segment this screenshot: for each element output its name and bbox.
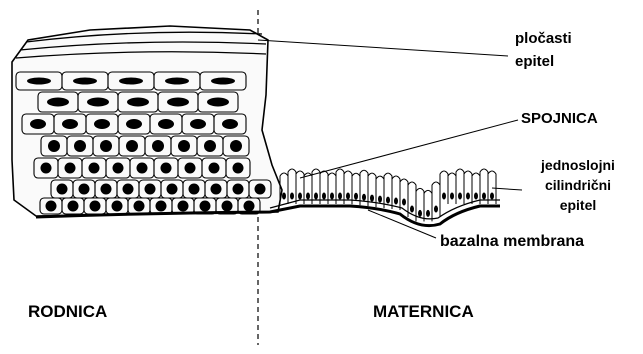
columnar-nucleus <box>434 206 438 213</box>
cell-nucleus <box>222 201 233 212</box>
label-cilindricni-line1: jednoslojni <box>527 157 629 173</box>
cell-nucleus <box>233 184 244 195</box>
columnar-nucleus <box>426 210 430 217</box>
cell-nucleus <box>189 184 200 195</box>
columnar-nucleus <box>450 193 454 200</box>
columnar-nucleus <box>306 193 310 200</box>
cell-nucleus <box>89 163 100 174</box>
cell-nucleus <box>62 119 78 129</box>
cell-nucleus <box>100 140 112 152</box>
columnar-nucleus <box>290 193 294 200</box>
cell-nucleus <box>209 163 220 174</box>
label-bazalna-membrana: bazalna membrana <box>440 233 584 251</box>
cell-nucleus <box>207 98 229 107</box>
label-rodnica: RODNICA <box>28 302 107 322</box>
label-plocasti-line2: epitel <box>515 53 572 70</box>
cell-nucleus <box>161 163 172 174</box>
cell-nucleus <box>200 201 211 212</box>
cell-nucleus <box>190 119 206 129</box>
cell-nucleus <box>119 78 143 85</box>
columnar-nucleus <box>442 193 446 200</box>
columnar-nucleus <box>298 193 302 200</box>
cell-nucleus <box>112 201 123 212</box>
cell-nucleus <box>158 119 174 129</box>
cell-nucleus <box>137 163 148 174</box>
columnar-nucleus <box>378 196 382 203</box>
cell-nucleus <box>178 140 190 152</box>
columnar-nucleus <box>386 197 390 204</box>
label-spojnica: SPOJNICA <box>521 110 598 127</box>
cell-nucleus <box>211 184 222 195</box>
cell-nucleus <box>167 98 189 107</box>
label-maternica: MATERNICA <box>373 302 474 322</box>
cell-nucleus <box>74 140 86 152</box>
columnar-nucleus <box>482 193 486 200</box>
cell-nucleus <box>46 201 57 212</box>
columnar-nucleus <box>370 195 374 202</box>
columnar-nucleus <box>354 193 358 200</box>
cell-nucleus <box>27 78 51 85</box>
cell-nucleus <box>47 98 69 107</box>
cell-nucleus <box>134 201 145 212</box>
columnar-nucleus <box>322 193 326 200</box>
columnar-nucleus <box>402 199 406 206</box>
cell-nucleus <box>230 140 242 152</box>
columnar-nucleus <box>418 210 422 217</box>
cell-nucleus <box>90 201 101 212</box>
cell-nucleus <box>73 78 97 85</box>
cell-nucleus <box>204 140 216 152</box>
cell-nucleus <box>255 184 266 195</box>
label-plocasti-epitel: pločasti epitel <box>515 30 572 71</box>
columnar-nucleus <box>338 193 342 200</box>
cell-nucleus <box>211 78 235 85</box>
columnar-nucleus <box>474 193 478 200</box>
columnar-nucleus <box>466 193 470 200</box>
cell-nucleus <box>145 184 156 195</box>
label-plocasti-line1: pločasti <box>515 30 572 47</box>
cell-nucleus <box>30 119 46 129</box>
cell-nucleus <box>167 184 178 195</box>
cell-nucleus <box>126 140 138 152</box>
cell-nucleus <box>123 184 134 195</box>
cell-nucleus <box>233 163 244 174</box>
cell-nucleus <box>156 201 167 212</box>
columnar-nucleus <box>346 193 350 200</box>
columnar-nucleus <box>410 206 414 213</box>
cell-nucleus <box>79 184 90 195</box>
cell-nucleus <box>165 78 189 85</box>
label-cilindricni-line3: epitel <box>527 197 629 213</box>
columnar-nucleus <box>282 193 286 200</box>
cell-nucleus <box>68 201 79 212</box>
columnar-nucleus <box>330 193 334 200</box>
columnar-nucleus <box>394 198 398 205</box>
cell-nucleus <box>244 201 255 212</box>
cell-nucleus <box>41 163 52 174</box>
cell-nucleus <box>101 184 112 195</box>
cell-nucleus <box>127 98 149 107</box>
cell-nucleus <box>48 140 60 152</box>
cell-nucleus <box>152 140 164 152</box>
cell-nucleus <box>57 184 68 195</box>
cell-nucleus <box>94 119 110 129</box>
columnar-nucleus <box>458 193 462 200</box>
columnar-nucleus <box>362 194 366 201</box>
columnar-nucleus <box>490 193 494 200</box>
cell-nucleus <box>178 201 189 212</box>
cell-nucleus <box>126 119 142 129</box>
label-cilindricni-line2: cilindrični <box>527 177 629 193</box>
cell-nucleus <box>185 163 196 174</box>
leader-plocasti <box>258 40 508 56</box>
label-jednoslojni-cilindricni-epitel: jednoslojni cilindrični epitel <box>527 157 629 213</box>
cell-nucleus <box>222 119 238 129</box>
columnar-nucleus <box>314 193 318 200</box>
cell-nucleus <box>65 163 76 174</box>
cell-nucleus <box>113 163 124 174</box>
columnar-cells <box>280 169 496 221</box>
cell-nucleus <box>87 98 109 107</box>
